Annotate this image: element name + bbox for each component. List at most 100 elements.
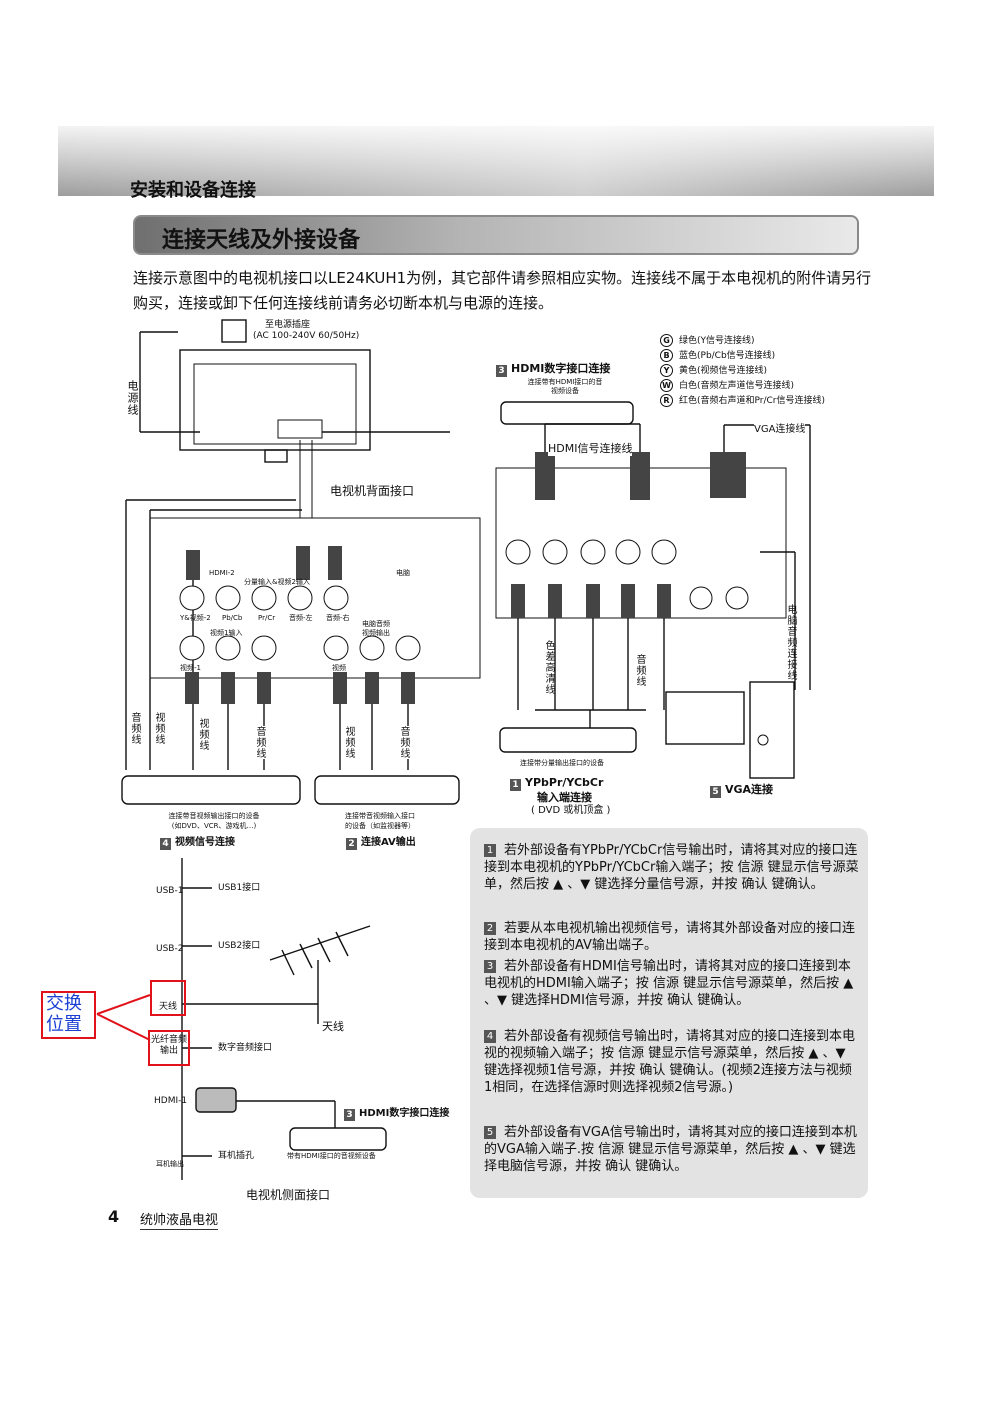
usb1-icon: USB-1	[156, 886, 184, 896]
hdmi1-label: HDMI-1	[154, 1096, 188, 1106]
component-device-label: 连接带分量输出接口的设备	[520, 759, 604, 767]
footer-brand: 统帅液晶电视	[140, 1209, 219, 1230]
tv-back-label: 电视机背面接口	[330, 484, 415, 498]
header-banner	[58, 126, 934, 196]
page-title: 连接天线及外接设备	[162, 228, 361, 253]
side-hdmi-text: HDMI数字接口连接	[359, 1108, 450, 1119]
port-video: 视频	[332, 664, 346, 672]
section-title: 安装和设备连接	[130, 180, 256, 201]
vga-cable-label: VGA连接线	[754, 420, 806, 435]
power-outlet-icon	[221, 319, 247, 343]
port-hdmi2: HDMI-2	[209, 569, 235, 577]
port-pc-audio: 电脑音频	[362, 620, 390, 628]
av-device-label: 连接带音视频输入接口	[345, 812, 415, 820]
antenna-label: 天线	[322, 1020, 344, 1033]
av-section-title: 2 连接AV输出	[346, 833, 416, 850]
optical-label: 数字音频接口	[218, 1043, 273, 1053]
audio-cable-label-2: 音频线	[253, 726, 265, 759]
usb2-icon: USB-2	[156, 944, 184, 954]
port-video-out: 视频输出	[362, 629, 390, 637]
hdmi-device-label: 连接带有HDMI接口的音视频设备	[527, 378, 603, 395]
side-hdmi-title: 3 HDMI数字接口连接	[344, 1104, 449, 1121]
video-section-num: 4	[160, 838, 171, 850]
port-audio-r: 音频-右	[326, 614, 350, 622]
component-section-title: 1 YPbPr/YCbCr	[510, 776, 603, 791]
hdmi-cable-label: HDMI信号连接线	[548, 440, 633, 456]
usb1-label: USB1接口	[218, 883, 261, 893]
side-hdmi-device-box	[289, 1127, 387, 1151]
video-cable-label: 视频线	[152, 712, 164, 745]
port-video1-in: 视频1输入	[210, 629, 243, 637]
port-prcr: Pr/Cr	[258, 614, 276, 622]
power-outlet-label: 至电源插座	[265, 320, 311, 330]
power-spec: (AC 100-240V 60/50Hz)	[253, 331, 360, 341]
video-cable-label-3: 视频线	[342, 726, 354, 759]
av-section-num: 2	[346, 838, 357, 850]
page-number: 4	[108, 1207, 120, 1226]
hdmi-section-num: 3	[496, 365, 507, 377]
vga-section-num: 5	[710, 786, 721, 798]
tv-stand	[264, 449, 288, 463]
port-video1: 视频-1	[180, 664, 201, 672]
component-section-text: YPbPr/YCbCr	[525, 776, 604, 789]
av-device-box	[314, 775, 460, 805]
av-section-text: 连接AV输出	[361, 837, 416, 848]
pc-tower-icon	[749, 681, 795, 779]
audio-cable-label: 音频线	[128, 712, 140, 745]
headphone-label: 耳机插孔	[218, 1151, 255, 1161]
antenna-port: 天线	[150, 980, 186, 1016]
tv-side-label: 电视机侧面接口	[246, 1188, 331, 1202]
optical-port: 光纤音频输出	[148, 1030, 190, 1066]
side-hdmi-device: 带有HDMI接口的音视频设备	[287, 1152, 376, 1160]
component-section-sub: ( DVD 或机顶盒 )	[531, 805, 611, 816]
video-device-sub: (如DVD、VCR、游戏机…)	[171, 822, 257, 830]
component-device-box	[499, 727, 637, 753]
swap-note: 交换位置	[41, 991, 96, 1039]
headphone-icon: 耳机输出	[156, 1160, 184, 1168]
tv-back-outline	[179, 349, 371, 451]
title-bar	[133, 215, 859, 255]
tv-back-inner	[193, 363, 357, 445]
video-section-text: 视频信号连接	[175, 837, 235, 848]
av-device-sub: 的设备（如监视器等）	[345, 822, 415, 830]
video-cable-label-2: 视频线	[196, 718, 208, 751]
tv-port-cluster	[277, 419, 323, 439]
port-y-video2: Y&视频-2	[180, 614, 211, 622]
component-section-title2: 输入端连接	[537, 791, 592, 804]
port-pc: 电脑	[396, 569, 410, 577]
component-cable-label: 色差高清线	[542, 640, 554, 695]
hdmi-plug-icon	[195, 1087, 237, 1113]
vga-section-title: 5 VGA连接	[710, 781, 773, 798]
video-device-box	[121, 775, 301, 805]
video-device-label: 连接带音视频输出接口的设备	[168, 812, 260, 820]
port-component-in: 分量输入&视频2输入	[244, 578, 310, 586]
pc-audio-cable-label: 电脑音频连接线	[785, 604, 796, 681]
component-section-num: 1	[510, 779, 521, 791]
notes-panel	[470, 828, 868, 1198]
pc-audio-label: 音频线	[633, 654, 645, 687]
intro-paragraph: 连接示意图中的电视机接口以LE24KUH1为例，其它部件请参照相应实物。连接线不…	[133, 269, 872, 312]
port-pbcb: Pb/Cb	[222, 614, 243, 622]
usb2-label: USB2接口	[218, 941, 261, 951]
port-audio-l: 音频-左	[289, 614, 313, 622]
hdmi-section-title: 3 HDMI数字接口连接	[496, 360, 610, 377]
hdmi-device-box	[500, 401, 634, 425]
monitor-icon	[665, 691, 745, 745]
hdmi-section-text: HDMI数字接口连接	[511, 362, 611, 375]
vga-section-text: VGA连接	[725, 783, 774, 796]
side-hdmi-num: 3	[344, 1109, 355, 1121]
video-section-title: 4 视频信号连接	[160, 833, 235, 850]
audio-cable-label-3: 音频线	[397, 726, 409, 759]
power-cable-label: 电源线	[126, 380, 139, 416]
